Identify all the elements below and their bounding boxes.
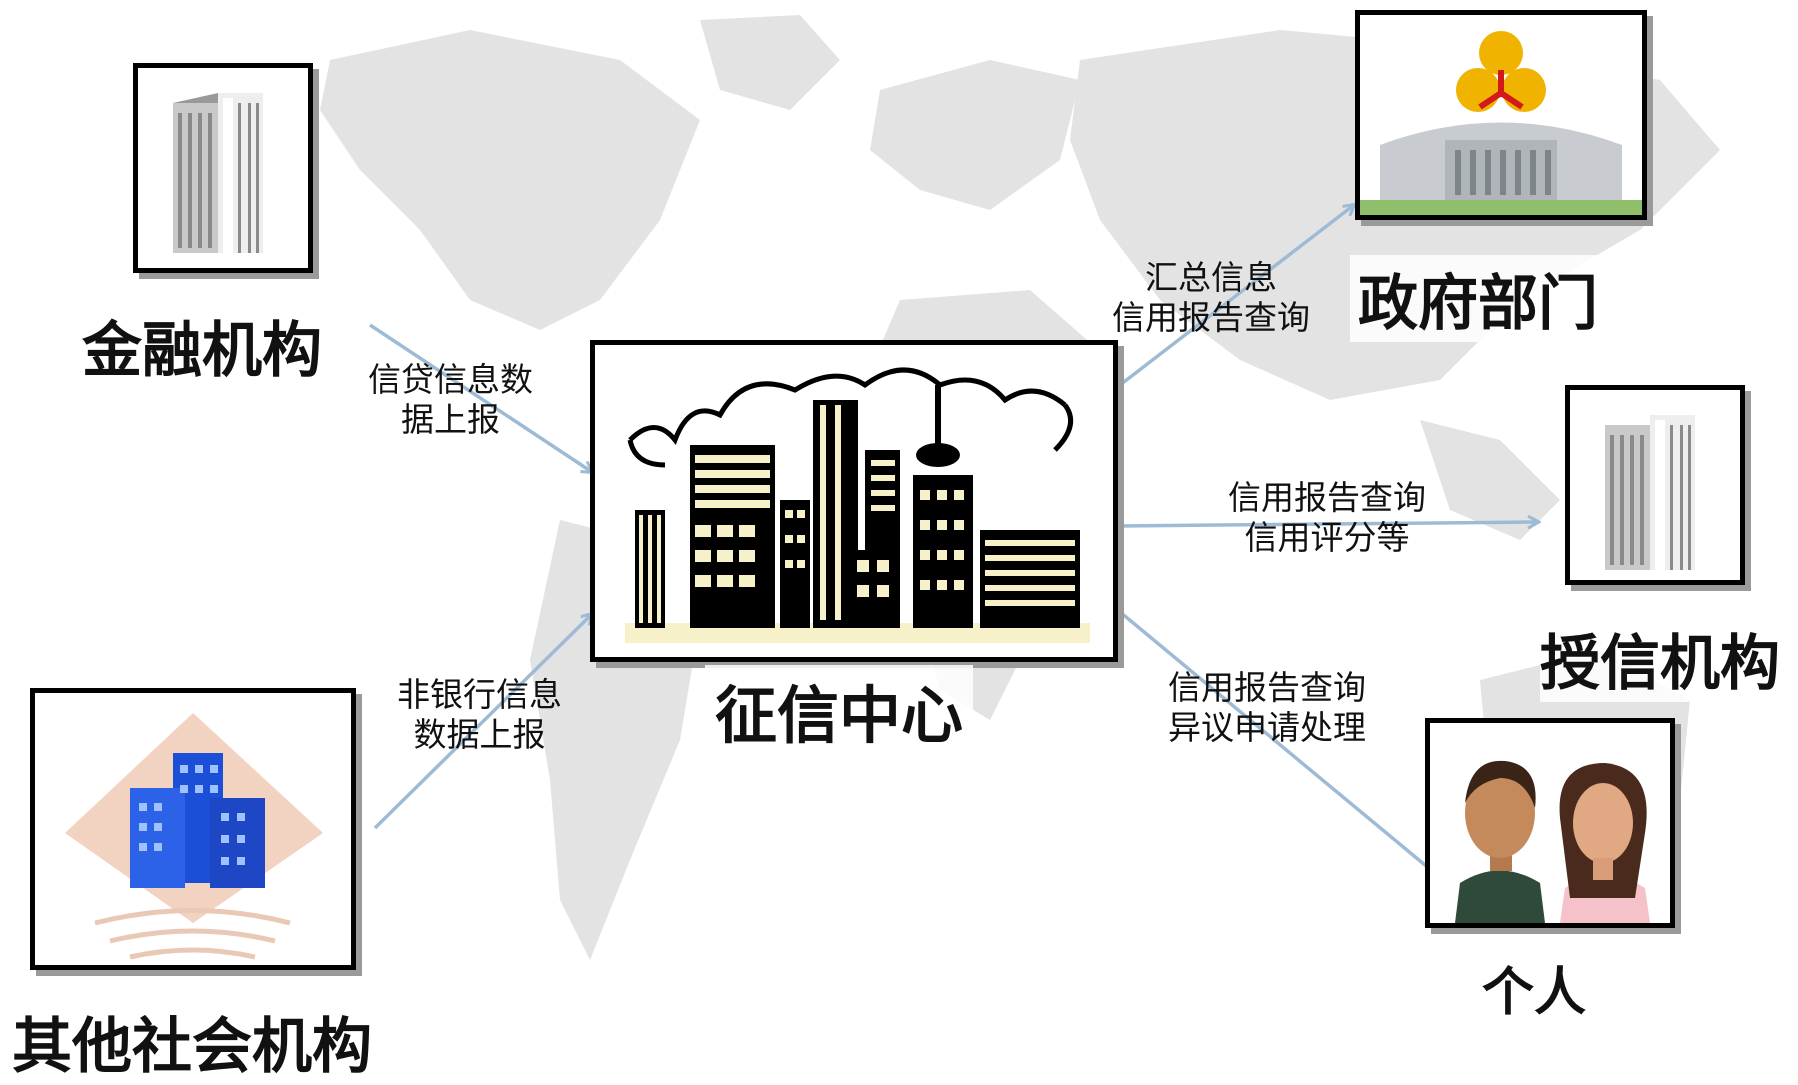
map-europe	[870, 60, 1080, 210]
government-picture	[1355, 10, 1647, 220]
credit-granting-picture	[1565, 385, 1745, 585]
edge-label-line: 信用评分等	[1244, 517, 1410, 557]
edge-label-center-to-government: 汇总信息 信用报告查询	[1112, 258, 1310, 337]
government-label: 政府部门	[1350, 255, 1606, 342]
arrow-other-to-center	[373, 614, 592, 830]
financial-institution-label: 金融机构	[82, 302, 322, 389]
map-southeast-asia	[1420, 420, 1560, 540]
office-tower-icon	[173, 93, 263, 253]
map-north-america	[320, 30, 700, 330]
arrow-financial-to-center	[369, 323, 592, 472]
blue-buildings-icon	[65, 713, 323, 960]
edge-label-line: 信用报告查询	[1168, 668, 1366, 707]
other-social-institution-picture	[30, 688, 356, 970]
edge-label-line: 信贷信息数	[368, 360, 533, 399]
edge-label-line: 数据上报	[413, 714, 546, 754]
edge-label-center-to-credit: 信用报告查询 信用评分等	[1228, 478, 1426, 557]
credit-center-picture	[590, 340, 1118, 662]
edge-label-line: 信用报告查询	[1112, 297, 1310, 337]
credit-granting-label: 授信机构	[1540, 615, 1780, 702]
individual-label: 个人	[1482, 950, 1587, 1025]
credit-center-label: 征信中心	[705, 665, 974, 755]
edge-label-center-to-individual: 信用报告查询 异议申请处理	[1168, 668, 1366, 747]
edge-label-other-to-center: 非银行信息 数据上报	[397, 675, 562, 754]
couple-portrait-icon	[1455, 760, 1650, 923]
edge-label-line: 据上报	[401, 399, 500, 439]
edge-label-line: 异议申请处理	[1168, 707, 1366, 747]
edge-label-line: 汇总信息	[1145, 258, 1277, 297]
individual-picture	[1425, 718, 1675, 928]
edge-label-line: 信用报告查询	[1228, 478, 1426, 517]
edge-label-financial-to-center: 信贷信息数 据上报	[368, 360, 533, 439]
map-greenland	[700, 15, 840, 110]
arrow-center-to-credit	[1117, 522, 1538, 526]
arrow-center-to-government	[1118, 205, 1354, 387]
arrow-center-to-individual	[1118, 610, 1443, 880]
other-social-institution-label: 其他社会机构	[12, 998, 372, 1085]
city-skyline-icon	[625, 367, 1090, 643]
financial-institution-picture	[133, 63, 313, 273]
office-tower-icon	[1605, 415, 1695, 570]
government-building-logo-icon	[1360, 31, 1642, 215]
edge-label-line: 非银行信息	[397, 675, 562, 714]
